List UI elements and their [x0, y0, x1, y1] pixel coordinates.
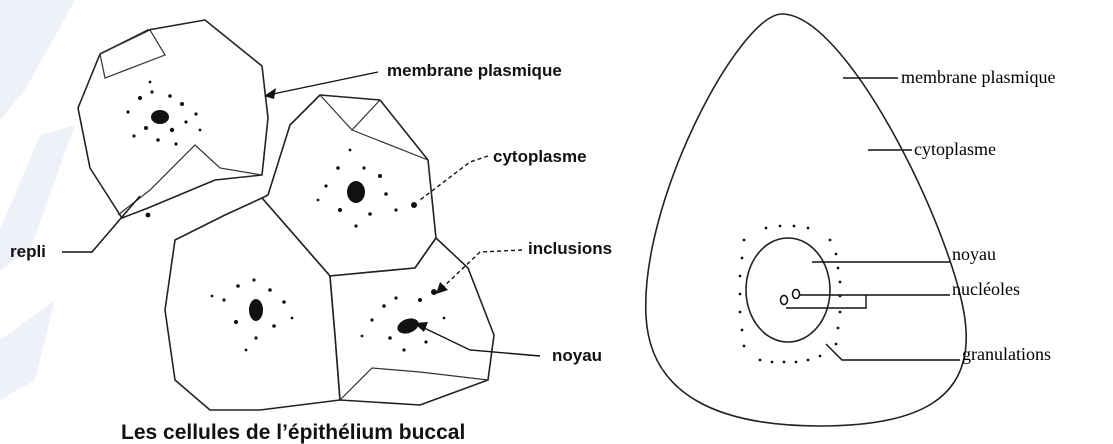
- nucleus-cell-1: [151, 110, 169, 124]
- nucleus-cell-3: [249, 299, 263, 321]
- label-granulations: granulations: [962, 344, 1051, 364]
- label-membrane-right: membrane plasmique: [901, 67, 1055, 87]
- label-inclusions: inclusions: [528, 239, 612, 258]
- label-cytoplasm-right: cytoplasme: [914, 139, 996, 159]
- schematic-cell: membrane plasmique cytoplasme noyau nucl…: [646, 14, 1056, 426]
- leader-membrane-left: [268, 72, 378, 95]
- label-nucleoli: nucléoles: [952, 279, 1020, 299]
- watermark: [0, 0, 75, 400]
- cell-top-left: [78, 20, 268, 218]
- label-membrane-left: membrane plasmique: [387, 61, 562, 80]
- label-cytoplasm-left: cytoplasme: [493, 147, 587, 166]
- schematic-nucleus: [746, 238, 830, 342]
- figure-caption: Les cellules de l’épithélium buccal: [121, 421, 465, 444]
- label-fold: repli: [10, 242, 46, 261]
- nucleus-cell-2: [347, 181, 365, 203]
- label-nucleus-left: noyau: [552, 346, 602, 365]
- label-nucleus-right: noyau: [952, 244, 996, 264]
- cheek-cells-illustration: membrane plasmique cytoplasme repli incl…: [10, 20, 612, 444]
